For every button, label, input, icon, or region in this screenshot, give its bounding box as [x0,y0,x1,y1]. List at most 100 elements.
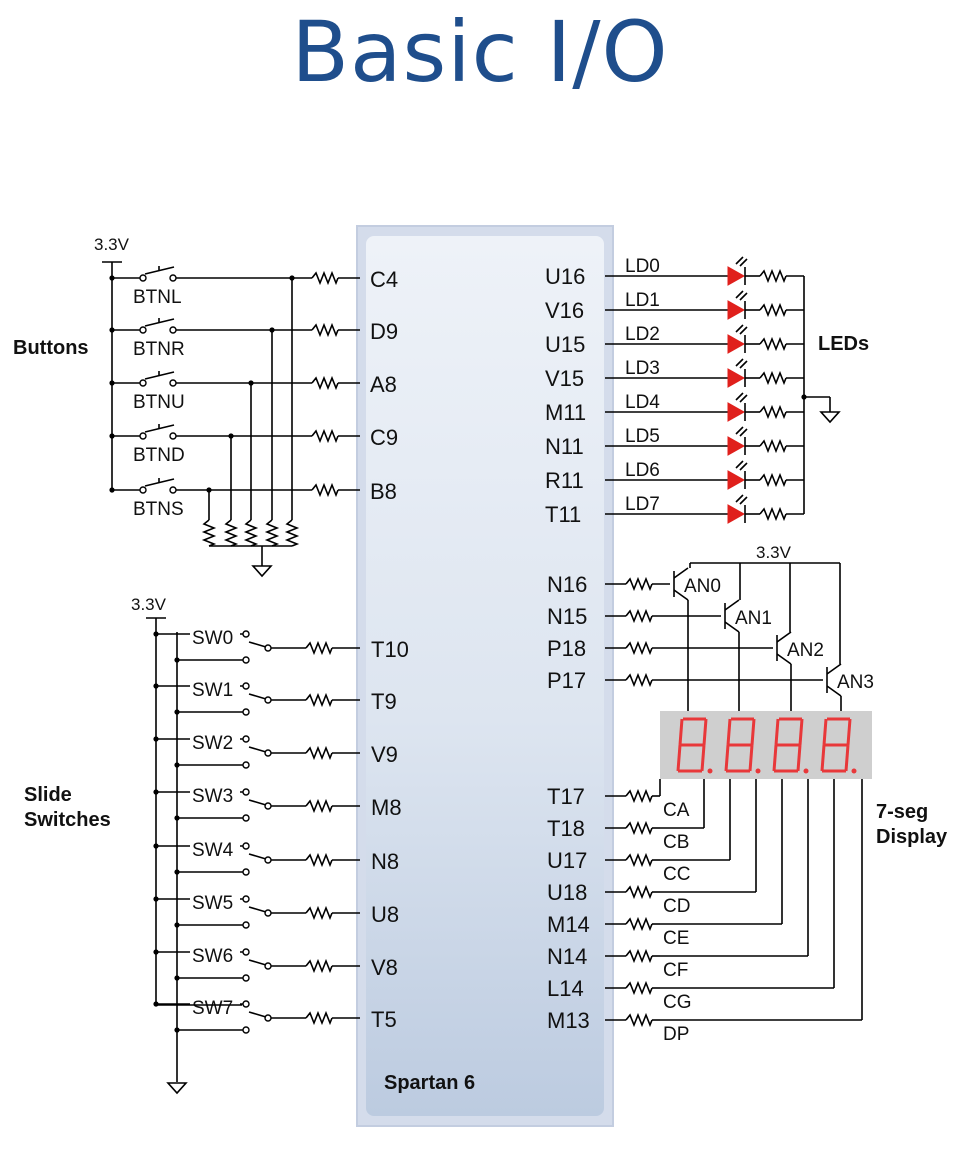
segment-label: CF [663,960,688,981]
led-resistor [759,268,787,284]
switch-contact [169,274,177,282]
label-backing [190,891,240,913]
chip-pin-label: P17 [547,668,586,693]
switch-contact [242,814,250,822]
slide-switch-lever [248,853,267,860]
segment-label: CE [663,928,689,949]
transistor-emitter [776,631,792,643]
anode-label: AN2 [787,640,824,661]
chip-pin-label: B8 [370,479,397,504]
switch-contact [242,708,250,716]
switch-contact [139,379,147,387]
switch-common [264,856,272,864]
chip-pin-label: A8 [370,372,397,397]
led-diode [727,300,746,320]
series-resistor [311,322,339,338]
series-resistor [305,692,333,708]
chip-pin-label: T11 [545,502,581,527]
led-emission-arrow [735,324,744,333]
chip-pin-label: U15 [545,332,585,357]
seven-seg-supply-label: 3.3V [756,543,792,562]
label-backing [190,678,240,700]
chip-label: Spartan 6 [384,1072,475,1094]
pulldown-resistor [243,519,259,547]
transistor-collector [724,621,740,633]
chip-pin-label: T17 [547,784,585,809]
chip-pin-label: C4 [370,267,398,292]
switch-name-label: SW4 [192,840,234,861]
led-resistor [759,472,787,488]
pulldown-resistor [264,519,280,547]
chip-pin-label: M8 [371,795,402,820]
buttons-group-label: Buttons [13,337,89,359]
series-resistor [305,640,333,656]
seven-seg-display [660,711,872,779]
base-resistor [625,672,653,688]
series-resistor [305,958,333,974]
switch-contact [139,432,147,440]
series-resistor [311,428,339,444]
led-emission-arrow [739,394,748,403]
slide-switch-lever [248,799,267,806]
led-resistor [759,506,787,522]
series-resistor [311,482,339,498]
chip-pin-label: N15 [547,604,587,629]
led-emission-arrow [739,496,748,505]
switch-contact [139,486,147,494]
switch-contact [242,948,250,956]
led-diode [727,402,746,422]
segment-resistor [625,916,653,932]
switch-name-label: SW5 [192,893,233,914]
led-diode [727,368,746,388]
switch-contact [242,682,250,690]
series-resistor [305,798,333,814]
digit-segment [774,718,780,746]
switch-contact [242,630,250,638]
led-emission-arrow [739,258,748,267]
slide-switch-lever [248,959,267,966]
chip-pin-label: V9 [371,742,398,767]
chip-pin-label: V15 [545,366,584,391]
label-backing [190,626,240,648]
led-resistor [759,370,787,386]
ground-symbol [251,565,273,578]
series-resistor [311,375,339,391]
slide-switch-lever [248,906,267,913]
switch-contact [169,432,177,440]
segment-resistor [625,948,653,964]
pulldown-resistor [223,519,239,547]
switch-contact [242,895,250,903]
slide-switch-lever [248,1011,267,1018]
chip-pin-label: M11 [545,400,586,425]
switch-contact [242,1026,250,1034]
switch-name-label: SW0 [192,628,233,649]
button-name-label: BTND [133,445,185,466]
base-resistor [625,608,653,624]
segment-resistor [625,884,653,900]
digit-segment [750,718,756,746]
button-name-label: BTNU [133,392,185,413]
led-diode [727,334,746,354]
slide-switch-lever [248,693,267,700]
digit-segment [702,718,708,746]
switch-contact [242,921,250,929]
switches-supply-label: 3.3V [131,595,167,614]
seven-seg-label-line1: 7-seg [876,801,928,823]
leds-group-label: LEDs [818,333,869,355]
transistor-emitter [826,663,842,675]
led-name-label: LD1 [625,290,660,311]
fpga-chip: Spartan 6 [356,225,614,1127]
chip-pin-label: U18 [547,880,587,905]
switch-common [264,1014,272,1022]
switch-contact [242,868,250,876]
led-emission-arrow [735,494,744,503]
switch-common [264,696,272,704]
transistor-collector [776,653,792,665]
series-resistor [305,745,333,761]
segment-label: CA [663,800,690,821]
label-backing [190,838,240,860]
segment-label: CG [663,992,692,1013]
